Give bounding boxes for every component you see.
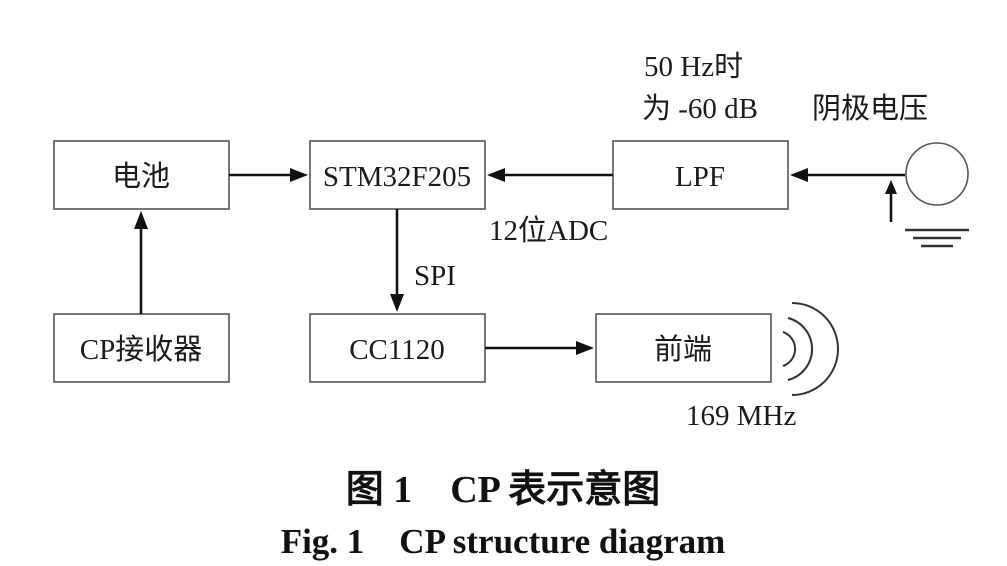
front-end-block xyxy=(595,313,772,383)
mcu-block xyxy=(309,140,486,210)
arrow-transceiver-to-front-end xyxy=(485,341,594,355)
spi-label: SPI xyxy=(414,260,456,292)
transceiver-label: CC1120 xyxy=(349,334,445,366)
transceiver-block xyxy=(309,313,486,383)
ground-icon xyxy=(905,228,969,248)
battery-label: 电池 xyxy=(112,160,170,193)
arrow-receiver-to-battery xyxy=(134,211,148,314)
arrow-lpf-to-mcu xyxy=(487,168,613,182)
figure-caption-cn: 图 1 CP 表示意图 xyxy=(346,469,661,511)
adc-label: 12位ADC xyxy=(489,214,608,247)
lpf-spec-line2: 为 -60 dB xyxy=(642,92,758,125)
probe-up-arrow-icon xyxy=(885,180,897,222)
front-end-label: 前端 xyxy=(654,333,712,366)
battery-block xyxy=(53,140,230,210)
lpf-spec-line1: 50 Hz时 xyxy=(644,50,743,83)
cp-receiver-block xyxy=(53,313,230,383)
mcu-label: STM32F205 xyxy=(323,161,471,193)
frequency-label: 169 MHz xyxy=(686,400,796,432)
probe-circle-icon xyxy=(905,142,969,206)
arrow-probe-to-lpf xyxy=(790,168,905,182)
lpf-block xyxy=(612,140,789,210)
radio-wave-icon xyxy=(782,302,839,396)
arrow-battery-to-mcu xyxy=(229,168,308,182)
arrow-mcu-to-transceiver xyxy=(390,209,404,312)
figure-caption-en: Fig. 1 CP structure diagram xyxy=(281,522,726,561)
cathode-voltage-label: 阴极电压 xyxy=(812,92,928,125)
lpf-label: LPF xyxy=(675,161,725,193)
cp-receiver-label: CP接收器 xyxy=(80,333,202,366)
